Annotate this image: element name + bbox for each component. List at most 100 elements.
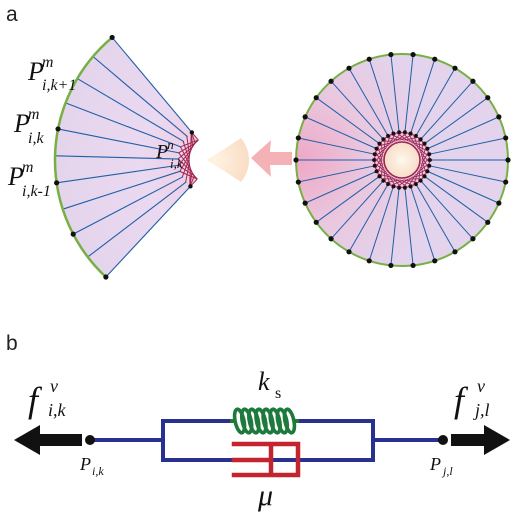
ring-outer-node [313, 95, 319, 101]
wedge-mesh-line [177, 146, 193, 160]
sector-wedge [53, 34, 250, 280]
endpoint-left [85, 435, 95, 445]
ring-mesh-line [395, 178, 409, 188]
spring-damper-element [14, 407, 510, 478]
ring-mesh-line [411, 173, 427, 178]
wedge-mesh-line [186, 135, 190, 156]
label-point-left: Pi,k [79, 454, 104, 478]
spring-coil [230, 407, 299, 435]
ring-mesh-line [404, 179, 419, 184]
endpoint-right [438, 435, 448, 445]
wedge-node [103, 274, 109, 280]
spring-coil-loop [239, 407, 254, 435]
spring-coil-loop [268, 407, 282, 435]
ring-inner-node [372, 163, 377, 168]
wedge-spoke [77, 78, 185, 143]
ring-spoke [330, 80, 384, 140]
ring-inner-node [418, 137, 423, 142]
ring-outer-node [346, 65, 352, 71]
wedge-outer-arc [53, 36, 113, 278]
force-arrow-left-icon [14, 425, 82, 455]
ring-outer-node [410, 51, 416, 58]
wedge-mesh-line [181, 159, 190, 178]
ring-mesh-line [385, 171, 392, 186]
wedge-spoke [92, 56, 188, 138]
ring-outer-node [432, 258, 438, 264]
ring-inner-node [381, 137, 386, 142]
wedge-mesh-line [180, 139, 199, 148]
ring-outer-node [452, 65, 458, 71]
wedge-mesh-line [179, 170, 198, 180]
ring-mesh-line [412, 134, 419, 149]
ring-outer-node [302, 200, 308, 206]
wedge-mesh-line [177, 158, 193, 173]
ring-spoke [404, 54, 414, 133]
ring-outer-node [346, 249, 352, 255]
ring-outer-node [313, 219, 319, 225]
ring-spoke [420, 180, 474, 240]
wedge-node [109, 34, 115, 41]
ring-inner-node [391, 184, 396, 189]
wedge-mesh-line [178, 142, 196, 154]
ring-mesh-line [401, 131, 413, 143]
ring-outer-node [485, 95, 491, 101]
ring-outer-node [388, 51, 394, 58]
ring-inner-node [372, 158, 376, 162]
ring-outer-node [485, 219, 491, 225]
ring-spoke [330, 180, 384, 240]
full-ring-mesh [293, 51, 511, 269]
ring-spoke [390, 187, 400, 266]
wedge-spoke [65, 102, 182, 148]
ring-spoke [420, 80, 474, 140]
ring-mesh-line [421, 155, 430, 169]
wedge-mesh-line [178, 152, 191, 169]
wedge-mesh-line [179, 154, 190, 172]
ring-spoke [424, 176, 489, 223]
ring-inner-node [414, 182, 418, 187]
ring-inner-node [414, 133, 418, 138]
ring-outer-node [295, 135, 301, 141]
spring-coil-loop [232, 407, 247, 435]
ring-spoke [429, 137, 506, 155]
ring-outer-node [293, 157, 299, 163]
ring-spoke [390, 54, 400, 133]
wedge-inner-node [188, 184, 193, 189]
ring-spoke [304, 170, 377, 204]
ring-outer-node [328, 236, 334, 242]
ring-spoke [348, 67, 389, 137]
wedge-mesh-line [179, 146, 190, 164]
ring-outer-node [366, 56, 372, 62]
ring-mesh-line [395, 132, 409, 142]
ring-mesh-line [399, 179, 414, 186]
wedge-inner-node [189, 130, 195, 135]
ring-inner-node [428, 158, 432, 162]
ring-spoke [424, 97, 489, 144]
label-damper-mu: μ [257, 479, 273, 512]
wedge-spoke [111, 37, 193, 133]
ring-inner-node [391, 131, 396, 136]
ring-inner-node [422, 174, 427, 179]
ring-outer-node [470, 236, 476, 242]
ring-spoke [429, 165, 506, 183]
ring-inner-node [425, 169, 430, 174]
wedge-spoke [62, 170, 181, 210]
spring-coil-loop [254, 407, 268, 435]
ring-mesh-line [418, 137, 421, 152]
wedge-node [55, 126, 61, 132]
ring-mesh-line [380, 164, 383, 179]
ring-mesh-line [373, 151, 385, 164]
spring-coil-loop [247, 407, 261, 435]
ring-inner-node [397, 130, 401, 135]
ring-mesh-line [383, 168, 386, 183]
ring-mesh-line [388, 174, 397, 188]
ring-spoke [410, 186, 436, 261]
ring-inner-node [377, 141, 382, 146]
ring-outer-node [496, 200, 502, 206]
ring-spoke [298, 165, 375, 183]
